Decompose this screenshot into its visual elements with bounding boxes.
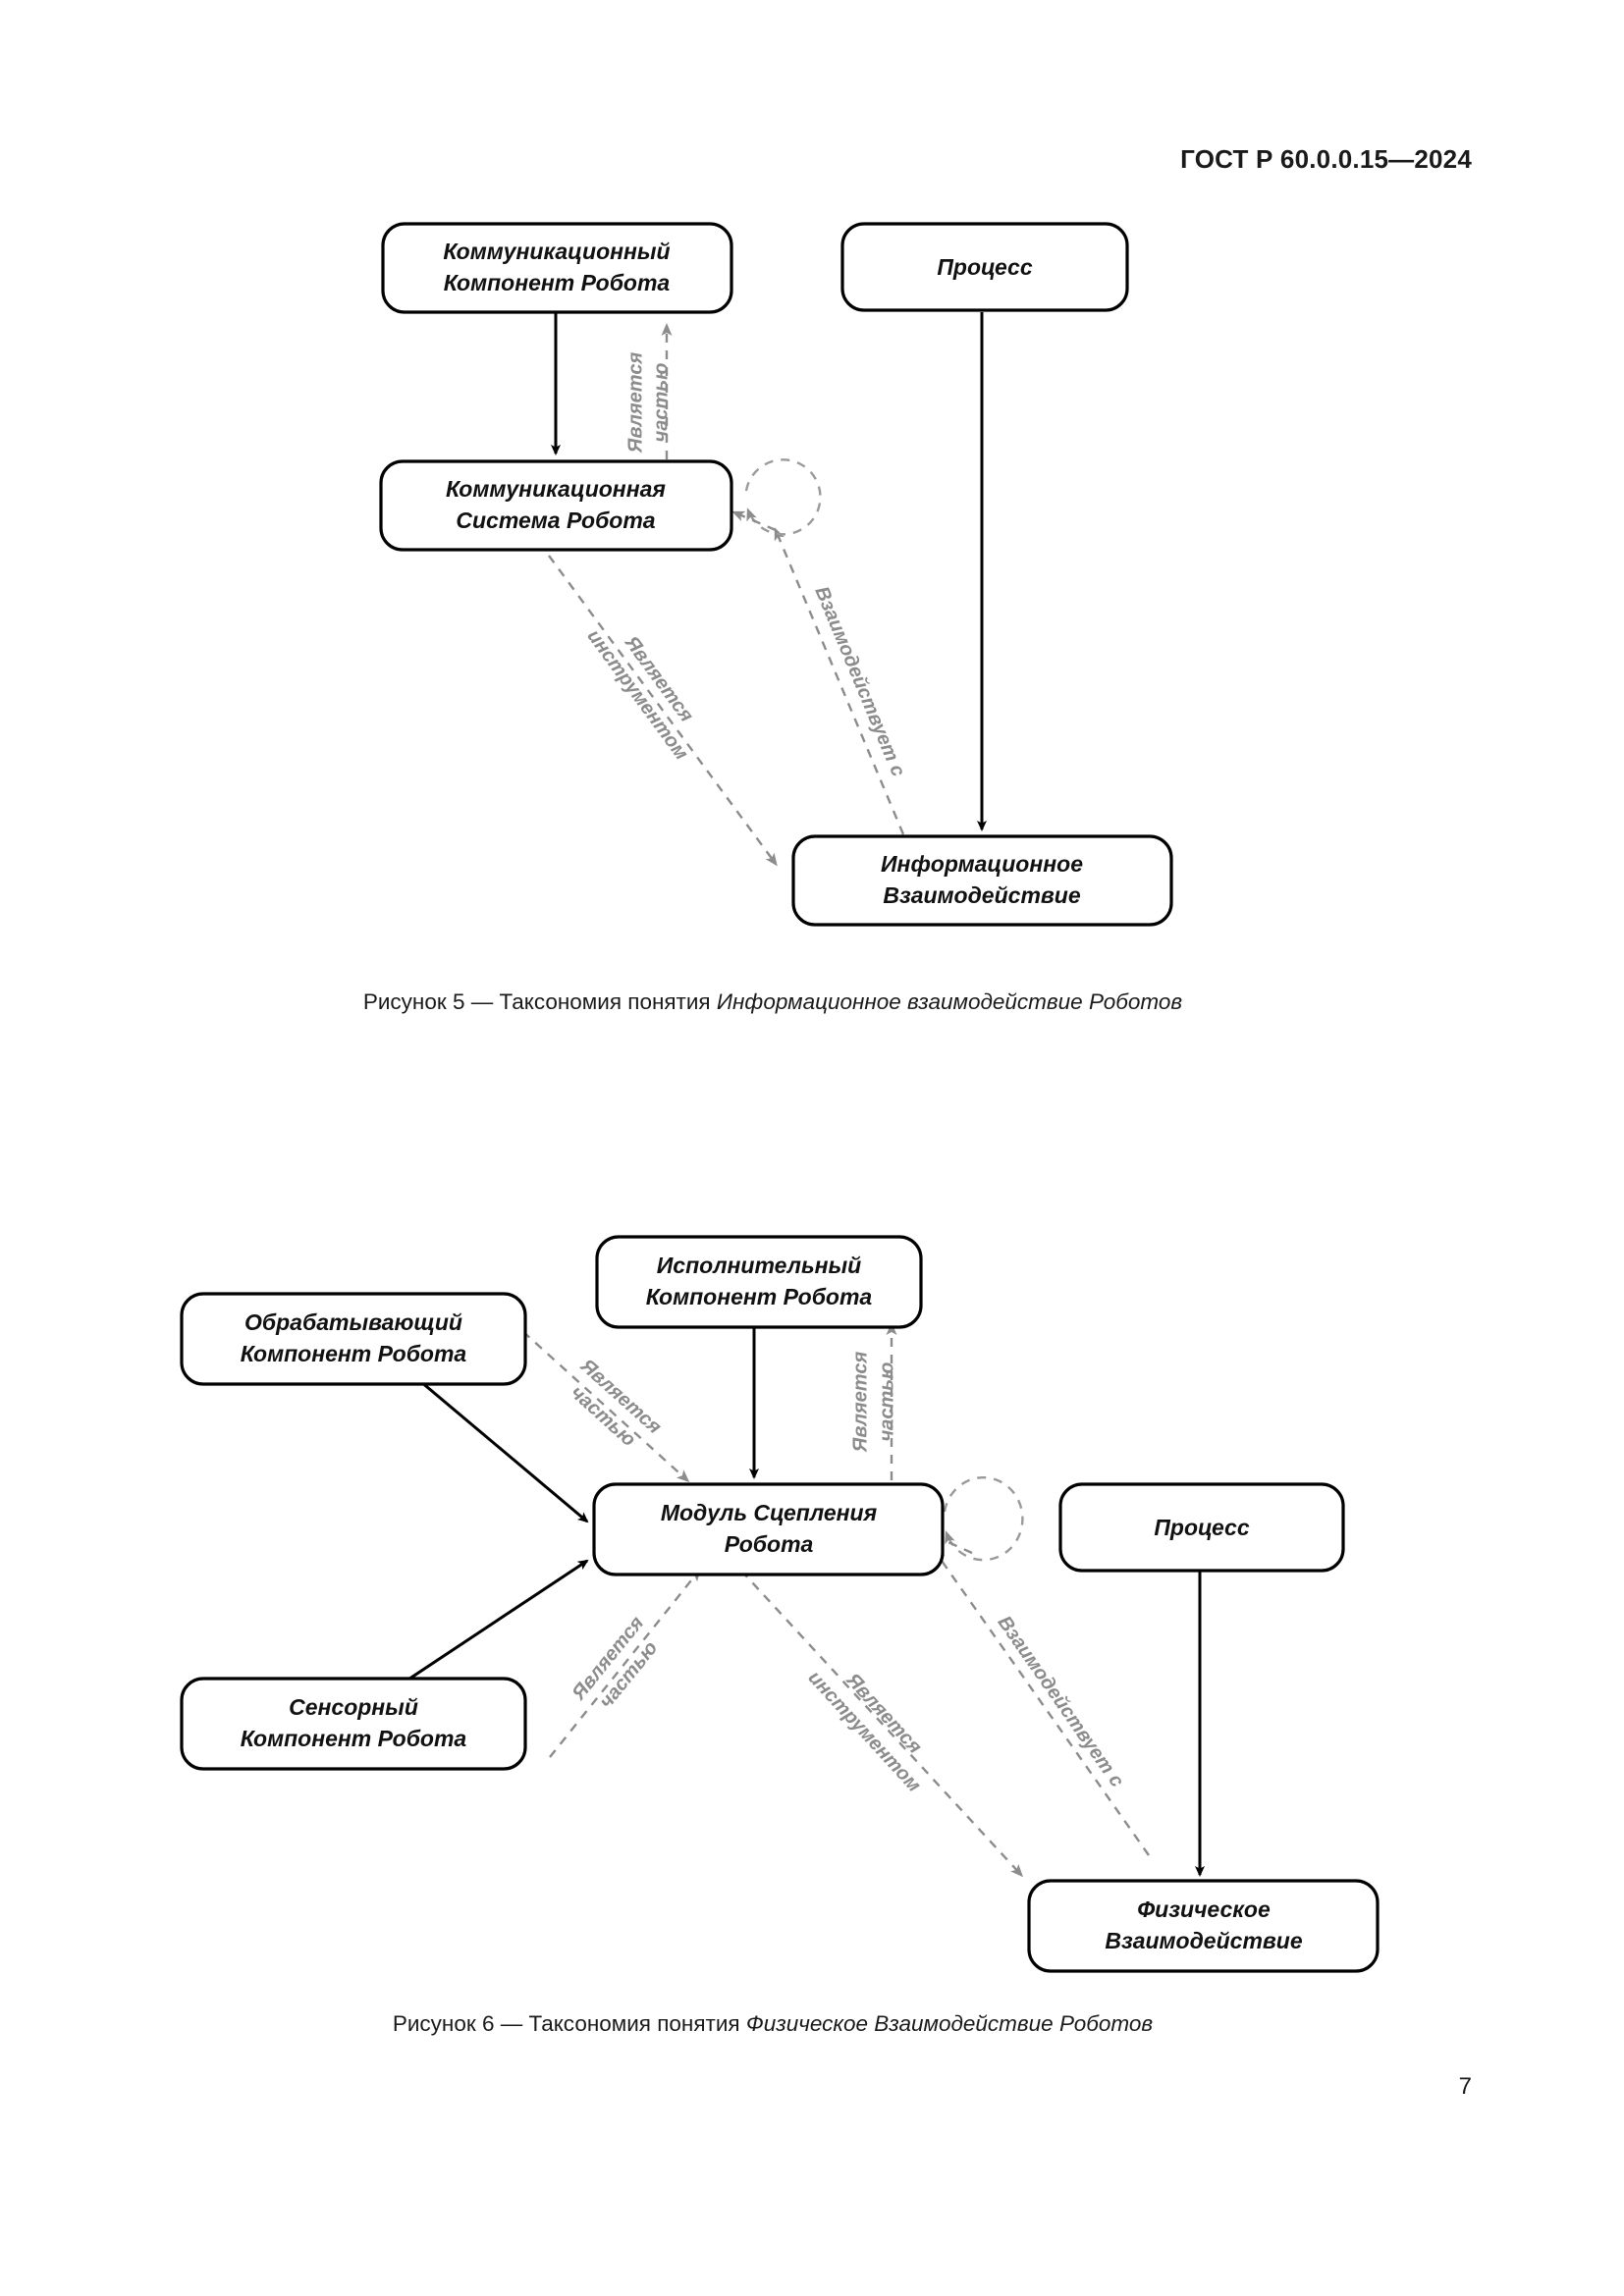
edge-label-part-of-2-line1: Является [849,1352,871,1454]
node-exec-component[interactable]: Исполнительный Компонент Робота [595,1235,923,1329]
edge-comm-system-self-loop [744,458,822,536]
edge-coupling-to-physical-tool [740,1570,1024,1878]
figure-6-diagram: Является частью Является частью Является… [180,1235,1380,1973]
edge-coupling-to-sensor [549,1568,701,1758]
edge-label-part-of-line1: Является [624,352,646,454]
edge-comm-system-to-info-tool [548,555,778,867]
figure-5-caption: Рисунок 5 — Таксономия понятия Информаци… [0,989,1585,1015]
node-process-fig5-line1: Процесс [937,254,1032,280]
node-comm-system[interactable]: Коммуникационная Система Робота [379,459,733,552]
node-physical-interaction-line2: Взаимодействие [1105,1928,1302,1953]
node-info-interaction-line1: Информационное [881,851,1083,877]
edge-coupling-self-loop [943,1475,1024,1562]
figure-5-edges [548,312,987,867]
edge-label-interacts-with-fig6: Взаимодействует с [993,1612,1127,1791]
document-header-standard-id: ГОСТ Р 60.0.0.15—2024 [1180,144,1472,174]
node-physical-interaction[interactable]: Физическое Взаимодействие [1027,1879,1380,1973]
node-comm-system-line1: Коммуникационная [446,476,666,502]
node-sensor-component-line1: Сенсорный [289,1694,418,1720]
node-process-fig6[interactable]: Процесс [1058,1482,1345,1573]
node-coupling-module[interactable]: Модуль Сцепления Робота [592,1482,945,1576]
node-comm-component-line1: Коммуникационный [443,239,670,264]
node-physical-interaction-line1: Физическое [1137,1896,1271,1922]
page-number: 7 [1458,2073,1472,2100]
node-process-fig5[interactable]: Процесс [840,222,1129,312]
node-info-interaction[interactable]: Информационное Взаимодействие [791,834,1173,927]
node-comm-system-line2: Система Робота [456,507,655,533]
figure-6-edges [364,1319,1205,1878]
figure-5-edge-labels: Является частью Является инструментом Вз… [582,352,908,780]
node-processing-component[interactable]: Обрабатывающий Компонент Робота [180,1292,527,1386]
node-coupling-module-line1: Модуль Сцепления [661,1500,878,1525]
node-exec-component-line2: Компонент Робота [646,1284,873,1309]
node-info-interaction-line2: Взаимодействие [883,882,1080,908]
figure-5-diagram: Является частью Является инструментом Вз… [379,222,1173,927]
edge-physical-to-coupling [933,1548,1150,1856]
edge-coupling-to-processing [510,1319,690,1483]
node-process-fig6-line1: Процесс [1154,1515,1249,1540]
figure-6-caption-emphasis: Физическое Взаимодействие Роботов [745,2011,1154,2036]
node-exec-component-line1: Исполнительный [657,1253,861,1278]
edge-info-interaction-to-comm-system [774,527,905,835]
node-comm-component-line2: Компонент Робота [444,270,671,295]
node-sensor-component-line2: Компонент Робота [241,1726,467,1751]
node-coupling-module-line2: Робота [725,1531,814,1557]
edge-self-loop-connector [731,510,777,532]
figure-6-caption-prefix: Рисунок 6 — Таксономия понятия [392,2011,746,2036]
node-comm-component[interactable]: Коммуникационный Компонент Робота [381,222,733,314]
figure-5-caption-emphasis: Информационное взаимодействие Роботов [716,989,1183,1014]
figure-6-caption: Рисунок 6 — Таксономия понятия Физическо… [0,2011,1585,2037]
node-sensor-component[interactable]: Сенсорный Компонент Робота [180,1677,527,1771]
node-processing-component-line1: Обрабатывающий [244,1309,462,1335]
edge-label-part-of-line2: частью [650,363,672,443]
edge-label-interacts-with: Взаимодействует с [810,583,908,779]
edge-label-part-of-2-line2: частью [876,1362,897,1442]
node-processing-component-line2: Компонент Робота [241,1341,467,1366]
figure-5-caption-prefix: Рисунок 5 — Таксономия понятия [362,989,717,1014]
